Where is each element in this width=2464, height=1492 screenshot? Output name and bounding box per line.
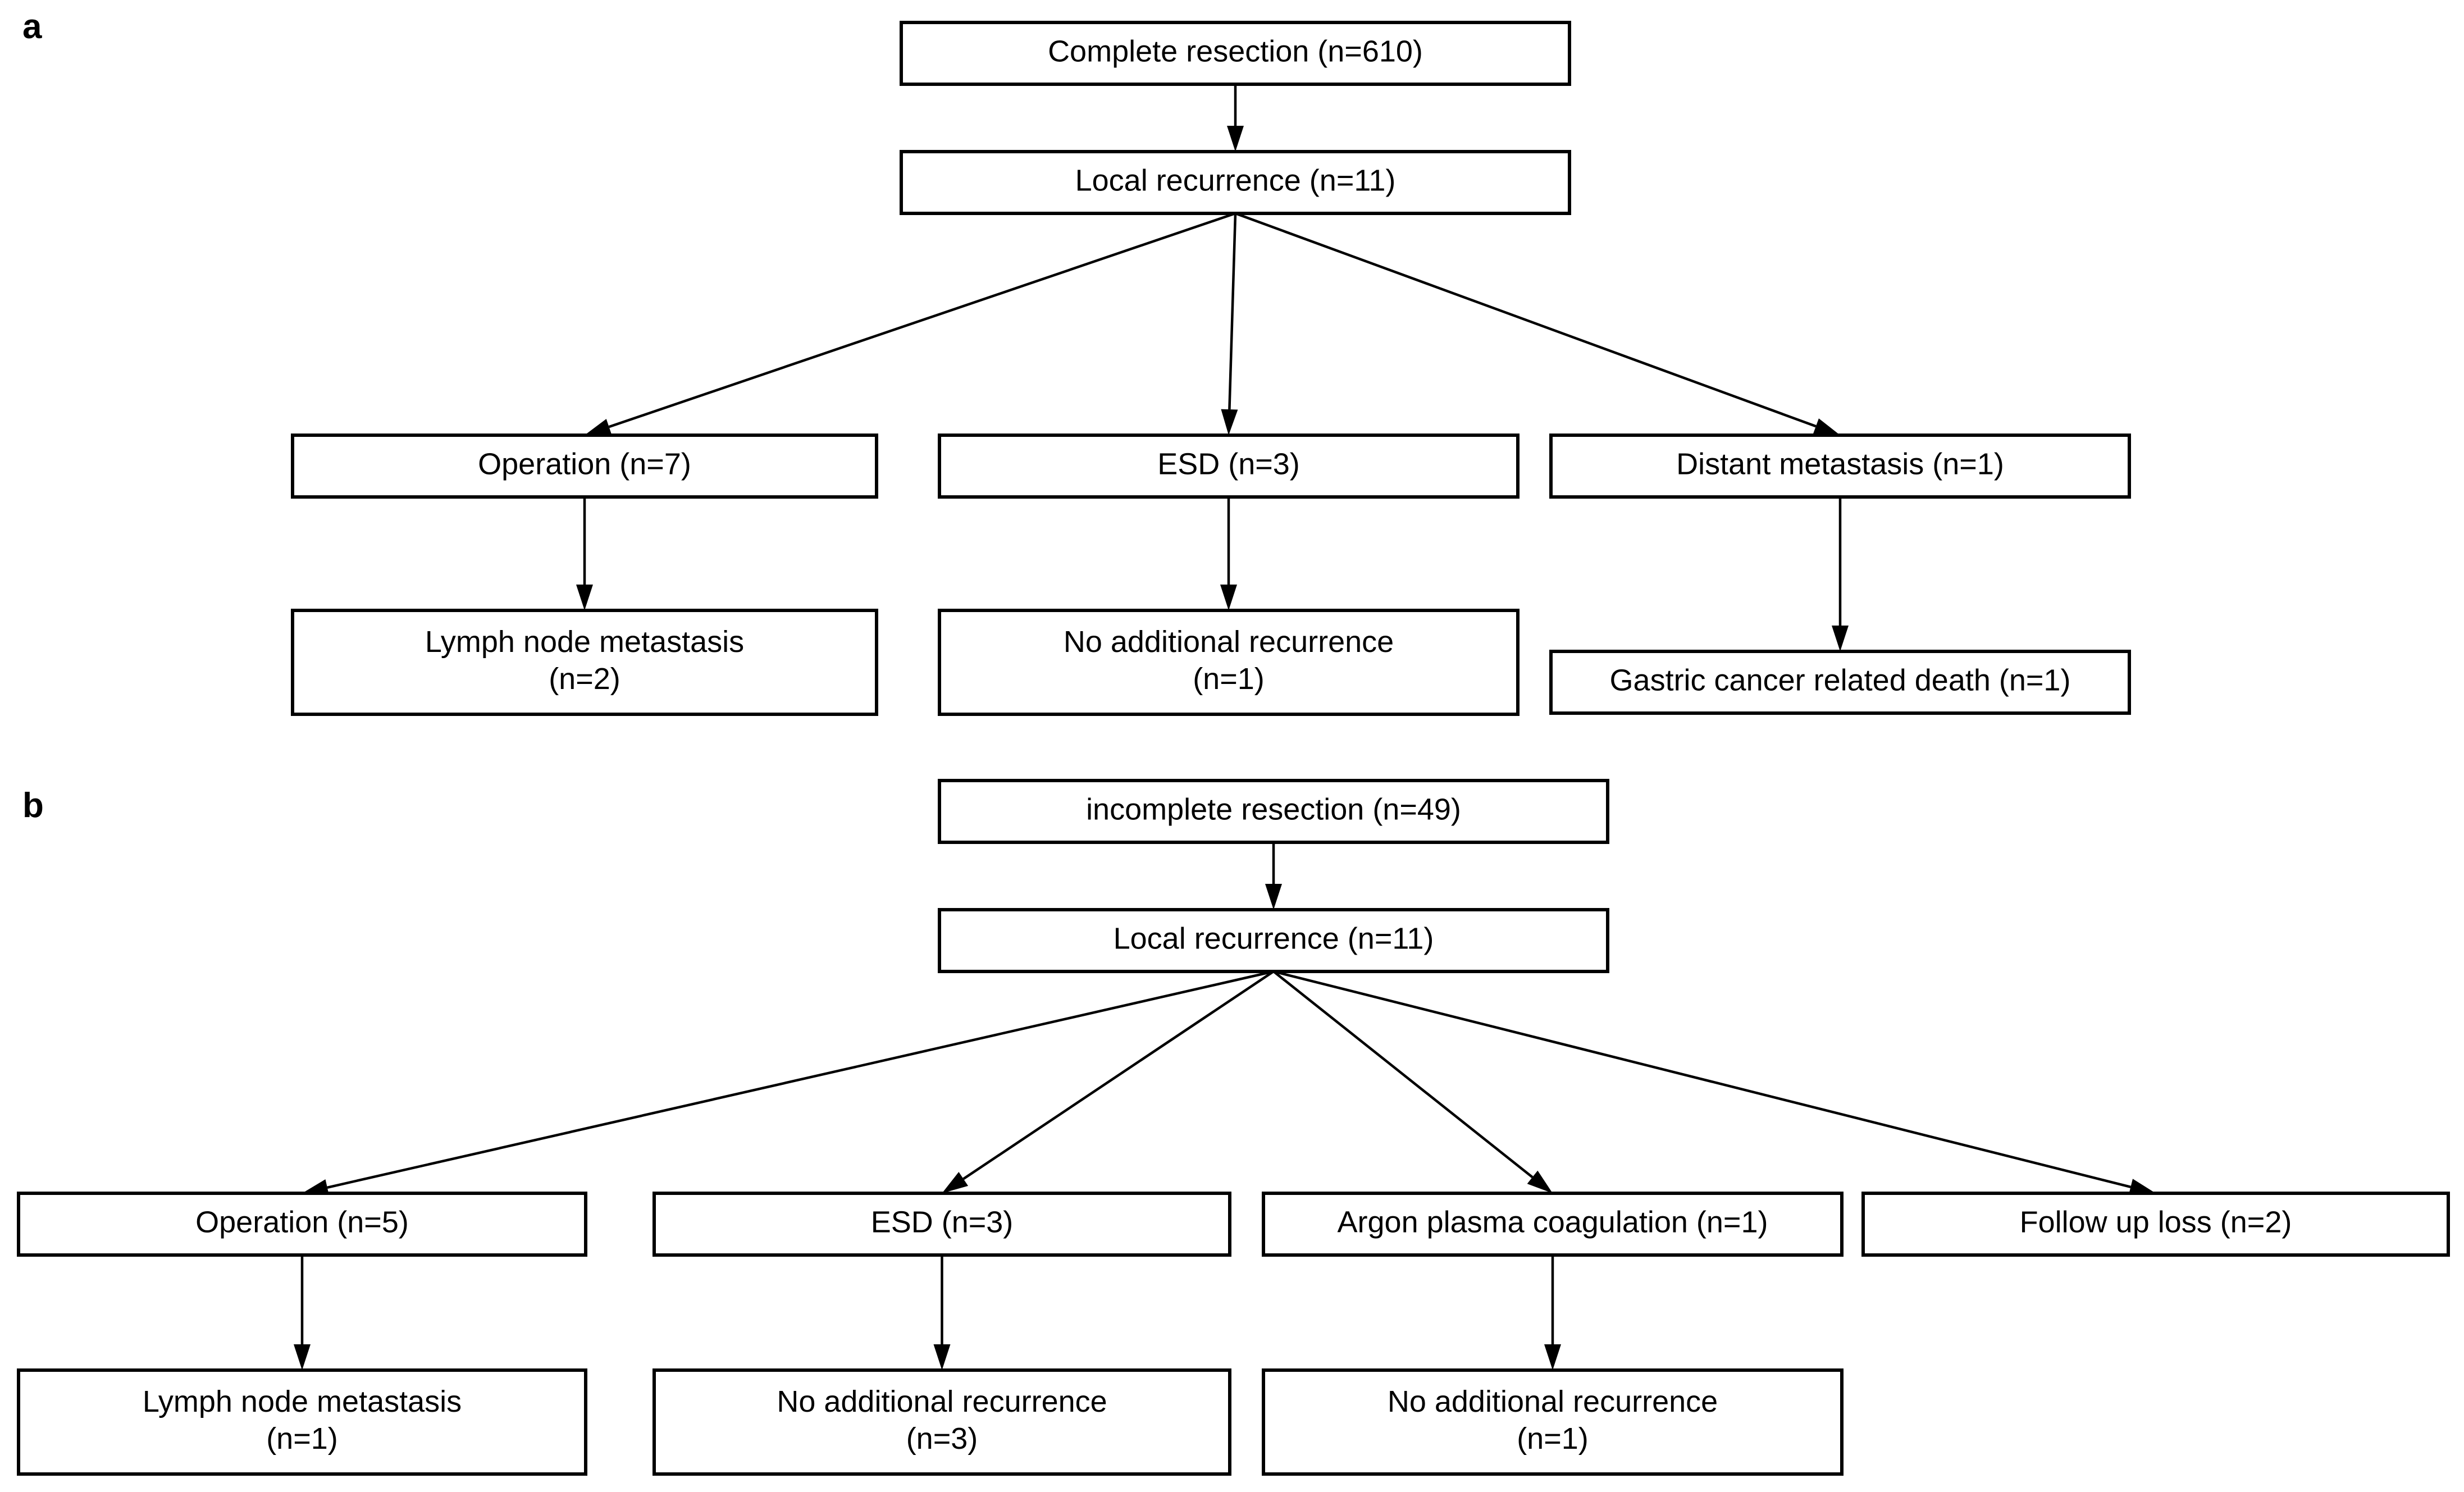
- arrow-head-icon: [1265, 884, 1282, 910]
- arrow-head-icon: [1832, 626, 1849, 651]
- node-label: Lymph node metastasis: [425, 625, 744, 659]
- arrow-head-icon: [1813, 418, 1840, 435]
- node-label: Complete resection (n=610): [1048, 34, 1423, 68]
- node-a-root: Complete resection (n=610): [900, 21, 1571, 86]
- node-label: (n=3): [906, 1422, 978, 1456]
- node-a-lnm: Lymph node metastasis(n=2): [291, 609, 878, 716]
- panel-letter-a: a: [22, 7, 42, 46]
- node-label: incomplete resection (n=49): [1086, 792, 1461, 826]
- node-label: (n=1): [266, 1422, 338, 1456]
- arrow-head-icon: [294, 1344, 311, 1370]
- arrow-head-icon: [1544, 1344, 1561, 1370]
- edge-a-recur-to-a-op: [585, 212, 1236, 435]
- edge-a-recur-to-a-esd: [1221, 213, 1238, 435]
- edge-a-op-to-a-lnm: [576, 497, 593, 610]
- node-label: No additional recurrence: [1388, 1385, 1718, 1418]
- arrow-head-icon: [2128, 1179, 2156, 1196]
- nodes-layer: Complete resection (n=610) Local recurren…: [17, 21, 2450, 1476]
- arrow-head-icon: [1227, 126, 1244, 152]
- node-label: ESD (n=3): [871, 1205, 1014, 1239]
- arrow-head-icon: [576, 585, 593, 610]
- edge-a-root-to-a-recur: [1227, 84, 1244, 152]
- arrow-head-icon: [933, 1344, 951, 1370]
- node-b-norec2: No additional recurrence (n=1): [1262, 1368, 1844, 1476]
- edge-b-root-to-b-recur: [1265, 842, 1282, 910]
- edges-layer: [294, 84, 2156, 1370]
- node-a-distant: Distant metastasis (n=1): [1549, 434, 2131, 499]
- node-b-recur: Local recurrence (n=11): [938, 908, 1609, 973]
- node-label: Argon plasma coagulation (n=1): [1338, 1205, 1768, 1239]
- node-b-lnm: Lymph node metastasis (n=1): [17, 1368, 587, 1476]
- node-a-norec: No additional recurrence(n=1): [938, 609, 1520, 716]
- node-b-apc: Argon plasma coagulation (n=1): [1262, 1192, 1844, 1257]
- node-label: Follow up loss (n=2): [2020, 1205, 2292, 1239]
- edge-b-recur-to-b-esd: [942, 970, 1275, 1193]
- node-label: Gastric cancer related death (n=1): [1610, 663, 2071, 697]
- edge-b-recur-to-b-apc: [1272, 970, 1553, 1193]
- node-label: Local recurrence (n=11): [1114, 921, 1434, 955]
- node-b-norec1: No additional recurrence (n=3): [652, 1368, 1231, 1476]
- node-a-death: Gastric cancer related death (n=1): [1549, 650, 2131, 715]
- edge-b-esd-to-b-norec1: [933, 1255, 951, 1370]
- node-label: Operation (n=5): [195, 1205, 409, 1239]
- node-label: Local recurrence (n=11): [1075, 163, 1396, 197]
- node-label: (n=2): [549, 662, 620, 696]
- node-label: (n=1): [1517, 1422, 1589, 1456]
- node-label: (n=1): [1193, 662, 1265, 696]
- edge-a-esd-to-a-norec: [1220, 497, 1237, 610]
- edge-a-recur-to-a-distant: [1235, 212, 1840, 435]
- node-b-root: incomplete resection (n=49): [938, 779, 1609, 844]
- edge-a-distant-to-a-death: [1832, 497, 1849, 651]
- node-label: Distant metastasis (n=1): [1676, 447, 2004, 481]
- node-label: No additional recurrence: [1064, 625, 1394, 659]
- arrow-head-icon: [1221, 409, 1238, 435]
- arrow-head-icon: [1527, 1170, 1553, 1193]
- node-label: ESD (n=3): [1157, 447, 1300, 481]
- node-b-esd: ESD (n=3): [652, 1192, 1231, 1257]
- node-label: Operation (n=7): [478, 447, 691, 481]
- node-label: No additional recurrence: [777, 1385, 1107, 1418]
- arrow-head-icon: [585, 418, 612, 435]
- node-a-recur: Local recurrence (n=11): [900, 150, 1571, 215]
- edge-b-op-to-b-lnm: [294, 1255, 311, 1370]
- edge-b-apc-to-b-norec2: [1544, 1255, 1561, 1370]
- node-a-op: Operation (n=7): [291, 434, 878, 499]
- arrow-head-icon: [1220, 585, 1237, 610]
- panel-letters-layer: a b: [22, 7, 44, 825]
- node-b-fuloss: Follow up loss (n=2): [1861, 1192, 2450, 1257]
- node-b-op: Operation (n=5): [17, 1192, 587, 1257]
- edge-b-recur-to-b-fuloss: [1273, 970, 2156, 1196]
- arrow-head-icon: [942, 1171, 969, 1193]
- node-a-esd: ESD (n=3): [938, 434, 1520, 499]
- panel-letter-b: b: [22, 786, 44, 825]
- edge-b-recur-to-b-op: [302, 970, 1274, 1196]
- node-label: Lymph node metastasis: [143, 1385, 462, 1418]
